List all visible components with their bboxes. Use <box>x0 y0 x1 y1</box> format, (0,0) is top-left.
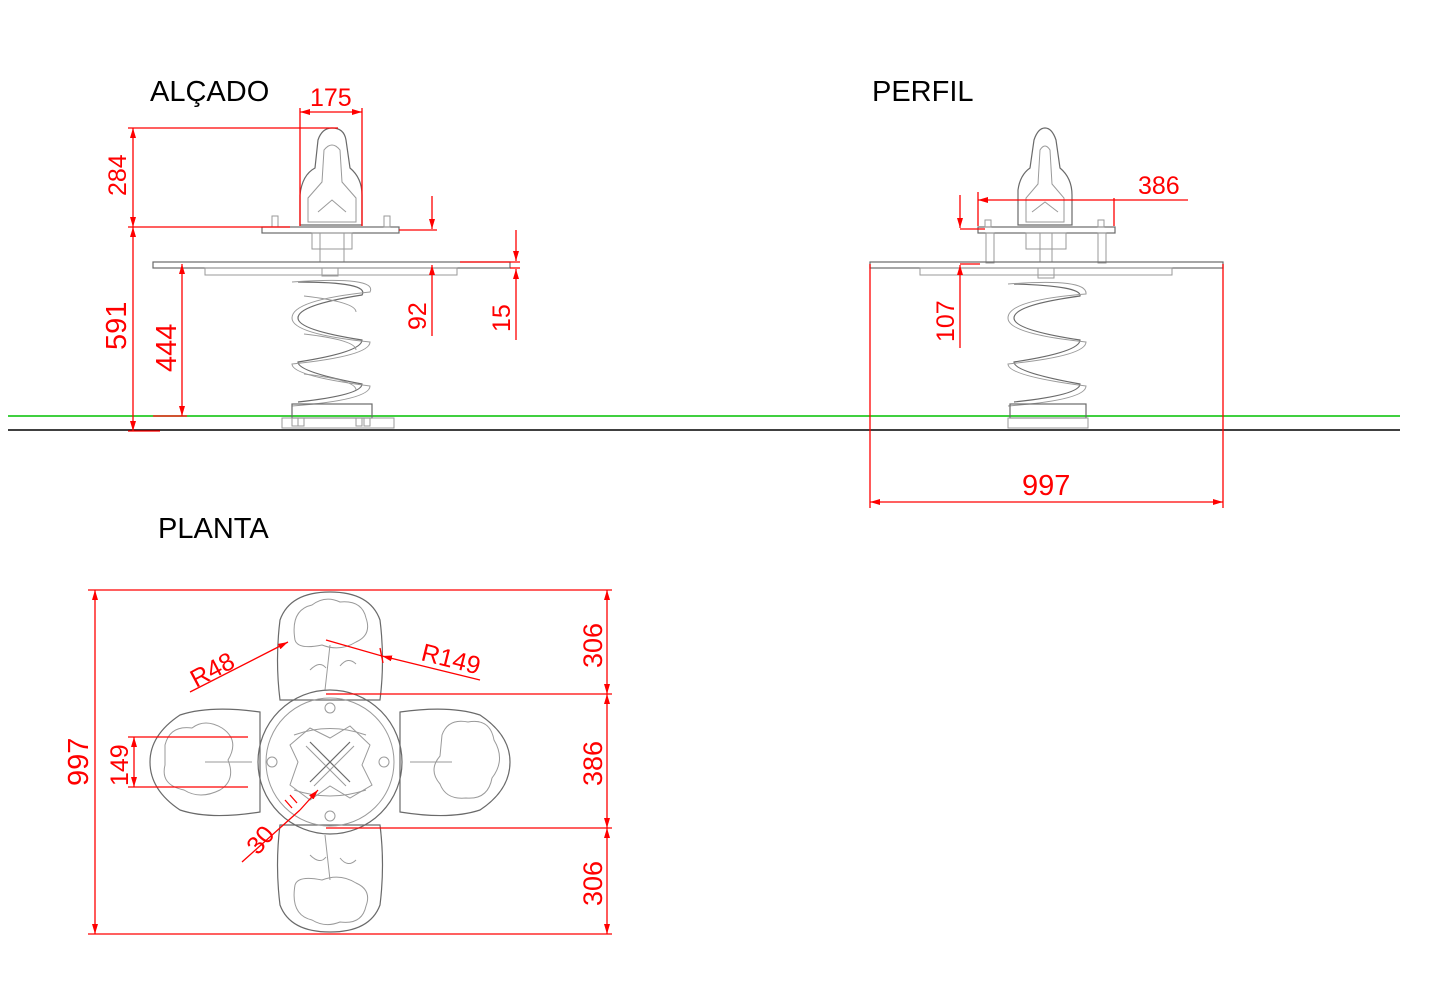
dim-profile-total-width: 997 <box>1022 470 1070 502</box>
elevation-title: ALÇADO <box>150 76 269 108</box>
dimension-lines <box>88 108 1224 935</box>
profile-title: PERFIL <box>872 76 974 108</box>
dim-plan-spacing: 30 <box>241 821 280 860</box>
dim-plan-total-length: 997 <box>63 738 95 786</box>
dim-elevation-total-height: 591 <box>101 302 133 350</box>
plan-spring-rider <box>149 591 511 933</box>
dim-plan-top-segment: 306 <box>578 623 608 668</box>
dim-plan-radius-small: R48 <box>186 647 240 693</box>
plan-title: PLANTA <box>158 513 269 545</box>
dim-elevation-platform-offset: 92 <box>404 302 432 330</box>
dim-profile-height-offset: 107 <box>932 300 960 342</box>
dim-plan-pad-width: 149 <box>106 744 134 786</box>
dim-plan-middle-segment: 386 <box>578 741 608 786</box>
dim-elevation-platform-height: 444 <box>151 324 183 372</box>
dim-elevation-seat-height: 284 <box>104 154 132 196</box>
elevation-spring-rider <box>152 127 511 429</box>
dim-profile-seat-depth: 386 <box>1138 172 1180 200</box>
dim-plan-radius-large: R149 <box>419 639 484 681</box>
dim-plan-bottom-segment: 306 <box>578 861 608 906</box>
dim-elevation-seat-width: 175 <box>310 84 352 112</box>
dim-elevation-platform-thickness: 15 <box>488 304 516 332</box>
